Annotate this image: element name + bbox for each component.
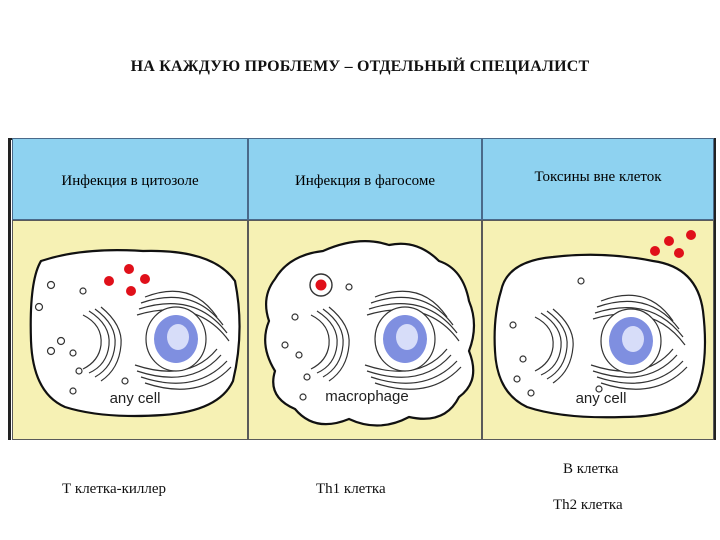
cell-label: any cell xyxy=(110,390,161,407)
page-title: НА КАЖДУЮ ПРОБЛЕМУ – ОТДЕЛЬНЫЙ СПЕЦИАЛИС… xyxy=(0,58,720,76)
panel-1-body: any cell xyxy=(12,220,248,440)
panel-2-header-label: Инфекция в фагосоме xyxy=(249,173,481,190)
effector-label-panel-2: Th1 клетка xyxy=(316,481,386,498)
effector-label-panel-3-bottom: Th2 клетка xyxy=(553,497,623,514)
panel-1-header-label: Инфекция в цитозоле xyxy=(13,173,247,190)
nucleus-highlight xyxy=(167,324,189,350)
cell-label: any cell xyxy=(576,390,627,407)
phagosome-pathogen xyxy=(316,280,327,291)
panel-1-header: Инфекция в цитозоле xyxy=(12,138,248,220)
nucleus-highlight xyxy=(622,326,644,352)
extracellular-toxins xyxy=(650,230,696,258)
diagram-figure: Инфекция в цитозоле Инфекция в фагосоме … xyxy=(8,138,716,440)
cell-label: macrophage xyxy=(325,388,408,405)
panel-3-header: Токсины вне клеток xyxy=(482,138,714,220)
panel-3-cell-svg: any cell xyxy=(483,221,715,439)
effector-label-panel-3-top: В клетка xyxy=(563,461,618,478)
panel-2-cell-svg: macrophage xyxy=(249,221,483,439)
effector-label-panel-1: Т клетка-киллер xyxy=(62,481,166,498)
panel-2-body: macrophage xyxy=(248,220,482,440)
panel-3-header-label: Токсины вне клеток xyxy=(483,169,713,186)
panel-3-body: any cell xyxy=(482,220,714,440)
nucleus-highlight xyxy=(396,324,418,350)
panel-2-header: Инфекция в фагосоме xyxy=(248,138,482,220)
panel-1-cell-svg: any cell xyxy=(13,221,249,439)
